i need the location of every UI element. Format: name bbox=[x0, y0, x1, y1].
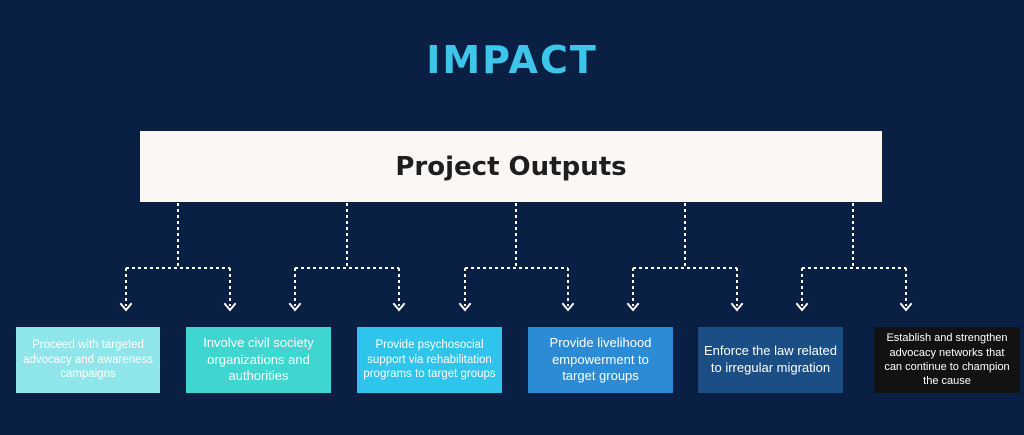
arrowhead-icon bbox=[223, 302, 237, 312]
output-card-label: Enforce the law related to irregular mig… bbox=[704, 343, 837, 375]
output-card-label: Provide psychosocial support via rehabil… bbox=[363, 338, 496, 381]
project-outputs-label: Project Outputs bbox=[395, 151, 627, 182]
arrowhead-icon bbox=[899, 302, 913, 312]
output-card-law: Enforce the law related to irregular mig… bbox=[698, 327, 843, 393]
output-card-label: Involve civil society organizations and … bbox=[203, 334, 314, 384]
output-card-psychosocial: Provide psychosocial support via rehabil… bbox=[357, 327, 502, 393]
output-card-livelihood: Provide livelihood empowerment to target… bbox=[528, 327, 673, 393]
output-card-civil-society: Involve civil society organizations and … bbox=[186, 327, 331, 393]
arrowhead-icon bbox=[795, 302, 809, 312]
connector-5 bbox=[801, 203, 907, 306]
output-card-label: Provide livelihood empowerment to target… bbox=[549, 334, 652, 384]
output-card-label: Proceed with targeted advocacy and aware… bbox=[23, 338, 153, 381]
arrowhead-icon bbox=[458, 302, 472, 312]
output-card-networks: Establish and strengthen advocacy networ… bbox=[874, 327, 1020, 393]
arrowhead-icon bbox=[626, 302, 640, 312]
connector-4 bbox=[632, 203, 738, 306]
connector-2 bbox=[294, 203, 400, 306]
arrowhead-icon bbox=[119, 302, 133, 312]
impact-title: IMPACT bbox=[426, 38, 598, 82]
arrowhead-icon bbox=[392, 302, 406, 312]
arrowhead-icon bbox=[561, 302, 575, 312]
connector-1 bbox=[125, 203, 231, 306]
project-outputs-box: Project Outputs bbox=[140, 131, 882, 202]
connector-3 bbox=[464, 203, 569, 306]
arrowhead-icon bbox=[288, 302, 302, 312]
output-card-label: Establish and strengthen advocacy networ… bbox=[884, 332, 1010, 388]
output-card-advocacy: Proceed with targeted advocacy and aware… bbox=[16, 327, 160, 393]
arrowhead-icon bbox=[730, 302, 744, 312]
